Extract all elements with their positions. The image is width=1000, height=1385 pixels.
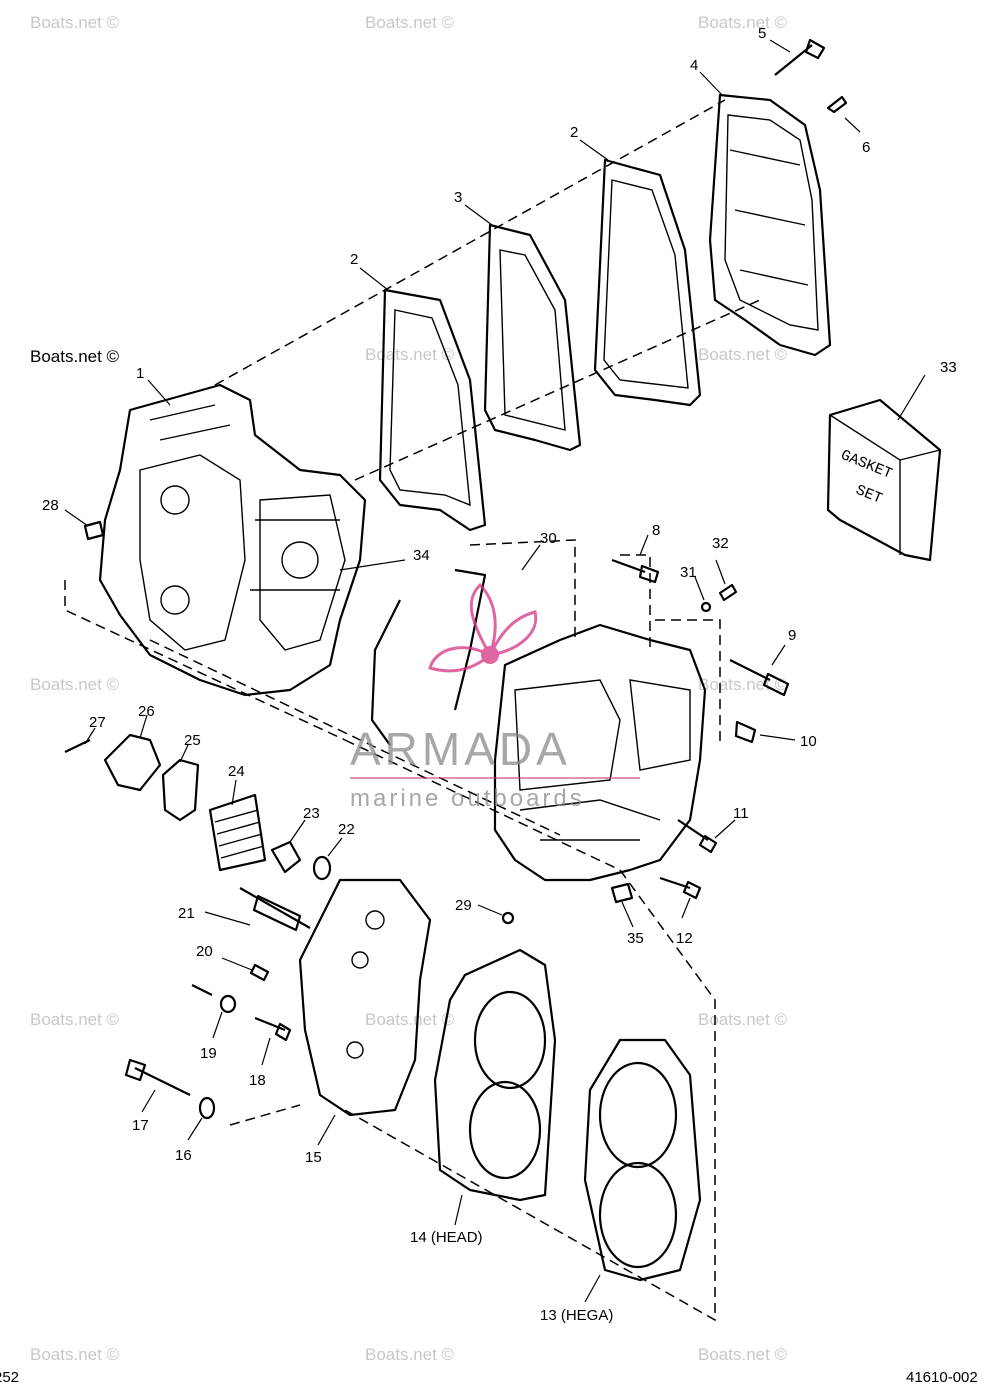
cover-gasket-right [593, 158, 702, 407]
thermostat-23 [270, 840, 302, 874]
part-29 [501, 911, 515, 925]
part-label-14: 14 (HEAD) [410, 1229, 483, 1246]
watermark: Boats.net © [698, 1010, 788, 1029]
bolt-9 [729, 659, 790, 697]
bolt-8 [611, 558, 660, 584]
gasket-set-text-1: GASKET [838, 447, 894, 483]
propeller-logo-icon [428, 582, 538, 673]
part-label-30: 30 [540, 530, 557, 547]
part-label-33: 33 [940, 359, 957, 376]
part-label-28: 28 [42, 497, 59, 514]
part-label-22: 22 [338, 821, 355, 838]
cover-gasket-left [378, 288, 487, 532]
cylinder-block [493, 623, 707, 882]
part-label-12: 12 [676, 930, 693, 947]
brand-watermark: ARMADA marine outboards [350, 582, 640, 812]
screw-11 [677, 819, 718, 854]
watermark: Boats.net © [698, 345, 788, 364]
sender-21 [239, 887, 311, 932]
part-label-18: 18 [249, 1072, 266, 1089]
screw-12 [659, 876, 702, 900]
thermostat-cover-26 [103, 733, 162, 792]
brand-tagline: marine outboards [350, 785, 585, 812]
part-label-5: 5 [758, 25, 766, 42]
gasket-set-box: GASKET SET [826, 398, 942, 562]
watermark: Boats.net © [30, 1010, 120, 1029]
watermark: Boats.net © [698, 13, 788, 32]
part-label-26: 26 [138, 703, 155, 720]
check-wire-34 [370, 568, 487, 746]
part-labels: 1 2 2 3 4 5 6 8 9 10 11 12 13 (HEGA) 14 … [42, 25, 957, 1324]
part-label-21: 21 [178, 905, 195, 922]
part-label-27: 27 [89, 714, 106, 731]
bolt-5 [774, 38, 826, 76]
watermark: Boats.net © [698, 1345, 788, 1364]
cylinder-head [433, 948, 557, 1202]
part-label-2a: 2 [350, 251, 358, 268]
watermark: Boats.net © [30, 675, 120, 694]
part-label-34: 34 [413, 547, 430, 564]
part-label-15: 15 [305, 1149, 322, 1166]
crankcase-block [98, 383, 367, 697]
thermostat-spring-24 [208, 793, 267, 872]
watermark: Boats.net © [365, 13, 455, 32]
part-label-32: 32 [712, 535, 729, 552]
watermark: Boats.net © [365, 1345, 455, 1364]
part-label-10: 10 [800, 733, 817, 750]
screw-18 [254, 1016, 292, 1042]
bolt-17 [124, 1058, 191, 1096]
part-label-6: 6 [862, 139, 870, 156]
part-label-4: 4 [690, 57, 698, 74]
part-label-35: 35 [627, 930, 644, 947]
assembly-lines [64, 99, 761, 1322]
screw-31 [700, 601, 712, 613]
part-label-9: 9 [788, 627, 796, 644]
part-label-13: 13 (HEGA) [540, 1307, 613, 1324]
part-label-3: 3 [454, 189, 462, 206]
watermark: Boats.net © [365, 1010, 455, 1029]
exhaust-divider-plate [483, 223, 582, 452]
watermark-dark: Boats.net © [30, 347, 120, 366]
brand-name: ARMADA [350, 723, 571, 775]
part-label-16: 16 [175, 1147, 192, 1164]
head-gasket [583, 1038, 702, 1282]
screw-32 [718, 583, 738, 602]
part-label-20: 20 [196, 943, 213, 960]
gasket-set-text-2: SET [853, 482, 884, 508]
part-label-2b: 2 [570, 124, 578, 141]
dowel-35 [610, 882, 634, 904]
fitting-10 [734, 720, 757, 744]
part-label-25: 25 [184, 732, 201, 749]
part-label-8: 8 [652, 522, 660, 539]
dowel-28 [83, 520, 105, 541]
thermostat-gasket-25 [161, 758, 200, 822]
part-label-23: 23 [303, 805, 320, 822]
part-label-29: 29 [455, 897, 472, 914]
corner-code-left: 252 [0, 1369, 19, 1385]
watermark: Boats.net © [30, 13, 120, 32]
washer-16 [198, 1096, 216, 1120]
leader-lines [64, 39, 926, 1303]
watermark: Boats.net © [30, 1345, 120, 1364]
watermark: Boats.net © [365, 345, 455, 364]
clip-19 [191, 984, 237, 1014]
head-cover-plate [298, 878, 432, 1117]
screw-20 [249, 963, 270, 982]
washer-22 [312, 855, 332, 881]
part-label-11: 11 [733, 805, 749, 822]
corner-code-right: 41610-002 [906, 1369, 978, 1385]
part-label-17: 17 [132, 1117, 149, 1134]
part-label-24: 24 [228, 763, 245, 780]
part-label-1: 1 [136, 365, 144, 382]
screw-6 [826, 95, 848, 114]
part-label-19: 19 [200, 1045, 217, 1062]
exhaust-cover [708, 93, 832, 357]
part-label-31: 31 [680, 564, 697, 581]
